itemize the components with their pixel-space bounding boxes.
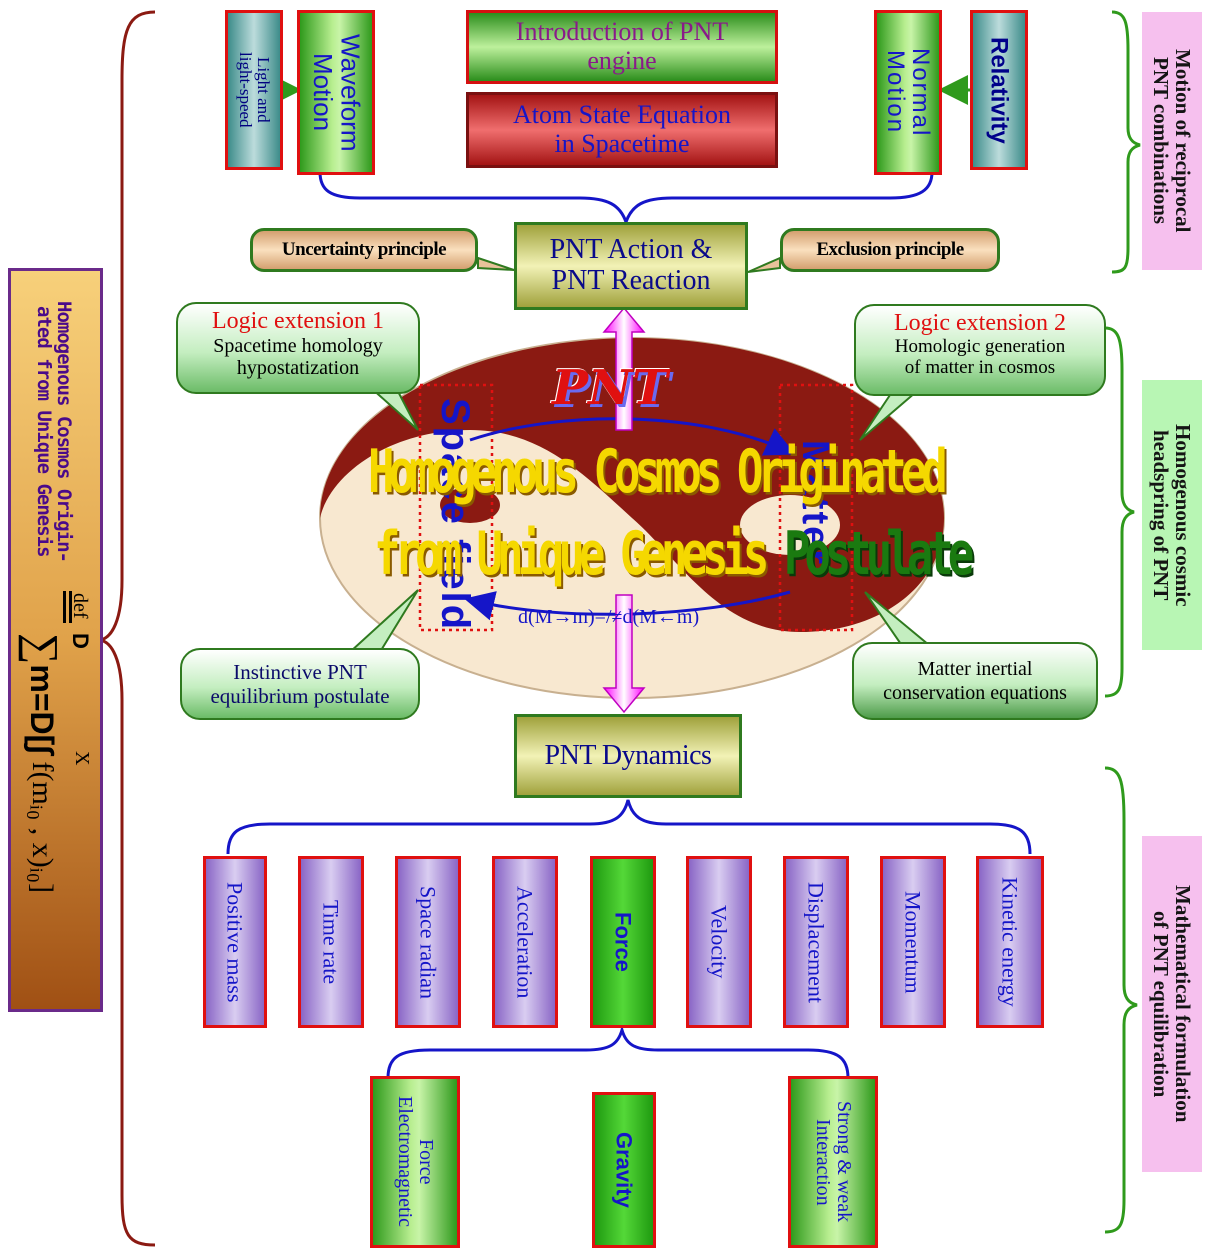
left-panel-formula: ∑m=D[∫ f(mᵢ₀ , x)ᵢ₀]	[18, 633, 68, 894]
left-panel-def-line	[63, 591, 66, 623]
dyn-force-box: Force	[590, 856, 656, 1028]
dyn-momentum-label: Momentum	[900, 890, 926, 994]
dyn-positive-mass-box: Positive mass	[203, 856, 267, 1028]
gravity-box: Gravity	[592, 1092, 656, 1248]
strong-weak-interaction-label: Strong & weak Interaction	[812, 1101, 855, 1223]
dyn-velocity-box: Velocity	[686, 856, 752, 1028]
relativity-label: Relativity	[985, 36, 1013, 144]
pnt-dynamics-label: PNT Dynamics	[544, 740, 712, 771]
logic-extension-2-body: Homologic generation of matter in cosmos	[894, 336, 1066, 378]
dyn-momentum-box: Momentum	[880, 856, 946, 1028]
formula-body: m=D[∫	[24, 664, 61, 755]
pnt-action-reaction-label: PNT Action & PNT Reaction	[549, 234, 713, 296]
light-speed-box: Light and light-speed	[225, 10, 283, 170]
strong-weak-interaction-box: Strong & weak Interaction	[788, 1076, 878, 1248]
formula-upper-limit: D	[68, 633, 94, 649]
left-panel-title: Homogenous Cosmos Origin- ated from Uniq…	[32, 300, 75, 562]
dyn-velocity-label: Velocity	[706, 905, 732, 979]
electromagnetic-force-box: Force Electromagnetic	[370, 1076, 460, 1248]
cosmos-ellipse-dark-half	[320, 338, 944, 632]
dyn-displacement-box: Displacement	[783, 856, 849, 1028]
right-label-bottom-text: Mathematical formulation of PNT equilibr…	[1149, 885, 1196, 1123]
dyn-time-rate-box: Time rate	[298, 856, 364, 1028]
pnt-dynamics-box: PNT Dynamics	[514, 714, 742, 798]
formula-tail: f(mᵢ₀ , x)ᵢ₀]	[26, 754, 60, 894]
dyn-acceleration-label: Acceleration	[512, 885, 538, 999]
relativity-box: Relativity	[970, 10, 1028, 170]
waveform-motion-box: Waveform Motion	[297, 10, 375, 175]
exclusion-principle-box: Exclusion principle	[780, 228, 1000, 272]
logic-extension-1-callout: Logic extension 1 Spacetime homology hyp…	[176, 302, 420, 394]
dynamics-blue-brace	[226, 799, 1032, 855]
dyn-space-radian-label: Space radian	[415, 885, 441, 999]
instinctive-equilibrium-callout: Instinctive PNT equilibrium postulate	[180, 648, 420, 720]
force-blue-brace	[386, 1024, 850, 1079]
formula-sigma: ∑	[18, 633, 68, 665]
magenta-arrow-down	[602, 594, 646, 714]
instinctive-equilibrium-label: Instinctive PNT equilibrium postulate	[210, 659, 390, 708]
left-postulate-panel: Homogenous Cosmos Origin- ated from Uniq…	[8, 268, 103, 1012]
magenta-arrow-up	[602, 306, 646, 431]
electromagnetic-force-label: Force Electromagnetic	[394, 1096, 437, 1228]
postulate-line-1: Homogenous Cosmos Originated	[368, 438, 948, 507]
right-brace-bottom	[1104, 766, 1138, 1234]
top-blue-brace	[318, 171, 934, 227]
pnt-action-reaction-box: PNT Action & PNT Reaction	[514, 222, 748, 310]
logic-extension-1-body: Spacetime homology hypostatization	[213, 335, 383, 379]
exclusion-principle-label: Exclusion principle	[816, 239, 964, 260]
inertial-conservation-callout: Matter inertial conservation equations	[852, 642, 1098, 720]
left-brace	[99, 10, 156, 1247]
dyn-acceleration-box: Acceleration	[492, 856, 558, 1028]
right-brace-top	[1111, 10, 1141, 274]
uncertainty-principle-box: Uncertainty principle	[250, 228, 478, 272]
space-field-label: Space field	[433, 398, 477, 632]
dyn-kinetic-energy-label: Kinetic energy	[997, 877, 1023, 1007]
logic-extension-2-title: Logic extension 2	[894, 310, 1066, 336]
matter-dotted-box	[778, 383, 854, 632]
uncertainty-principle-label: Uncertainty principle	[281, 239, 447, 260]
light-speed-label: Light and light-speed	[236, 52, 273, 128]
right-label-middle: Homogenous cosmic headspring of PNT	[1142, 380, 1202, 650]
dyn-positive-mass-label: Positive mass	[222, 881, 248, 1003]
atom-state-equation-box: Atom State Equation in Spacetime	[466, 92, 778, 168]
waveform-motion-label: Waveform Motion	[308, 33, 366, 152]
postulate-line-2-postulate: Postulate	[783, 520, 974, 589]
intro-pnt-engine-box: Introduction of PNT engine	[466, 10, 778, 84]
left-panel-def: def	[69, 593, 91, 619]
intro-pnt-engine-label: Introduction of PNT engine	[515, 17, 729, 75]
space-field-dotted-box	[418, 383, 494, 632]
inertial-conservation-label: Matter inertial conservation equations	[883, 658, 1067, 704]
postulate-line-2: from Unique Genesis Postulate	[374, 520, 974, 589]
logic-extension-2-callout: Logic extension 2 Homologic generation o…	[854, 304, 1106, 396]
normal-motion-box: Normal Motion	[874, 10, 942, 175]
formula-sup: X	[71, 751, 93, 766]
cosmos-yin-dot-dark	[440, 487, 500, 523]
postulate-line-2-genesis: from Unique Genesis	[374, 520, 769, 589]
dyn-kinetic-energy-box: Kinetic energy	[976, 856, 1044, 1028]
callout-tail-uncertainty	[477, 256, 515, 271]
right-brace-middle	[1104, 326, 1135, 698]
cosmos-yang-dot-light	[740, 495, 840, 555]
atom-state-equation-label: Atom State Equation in Spacetime	[512, 100, 732, 158]
normal-motion-label: Normal Motion	[882, 47, 935, 138]
dyn-time-rate-label: Time rate	[318, 899, 344, 985]
right-label-middle-text: Homogenous cosmic headspring of PNT	[1149, 423, 1196, 607]
right-label-bottom: Mathematical formulation of PNT equilibr…	[1142, 836, 1202, 1172]
mass-equation: d(M→m)=/≠d(M←m)	[518, 606, 700, 628]
callout-tail-exclusion	[747, 256, 781, 273]
dyn-force-label: Force	[610, 912, 636, 972]
right-label-top-text: Motion of reciprocal PNT combinations	[1149, 49, 1196, 233]
pnt-logo: PNT	[552, 360, 668, 416]
logic-extension-1-title: Logic extension 1	[212, 308, 384, 334]
matter-label: Matter	[793, 440, 836, 567]
right-label-top: Motion of reciprocal PNT combinations	[1142, 12, 1202, 270]
gravity-label: Gravity	[611, 1132, 637, 1208]
dyn-space-radian-box: Space radian	[395, 856, 461, 1028]
dyn-displacement-label: Displacement	[803, 881, 829, 1003]
